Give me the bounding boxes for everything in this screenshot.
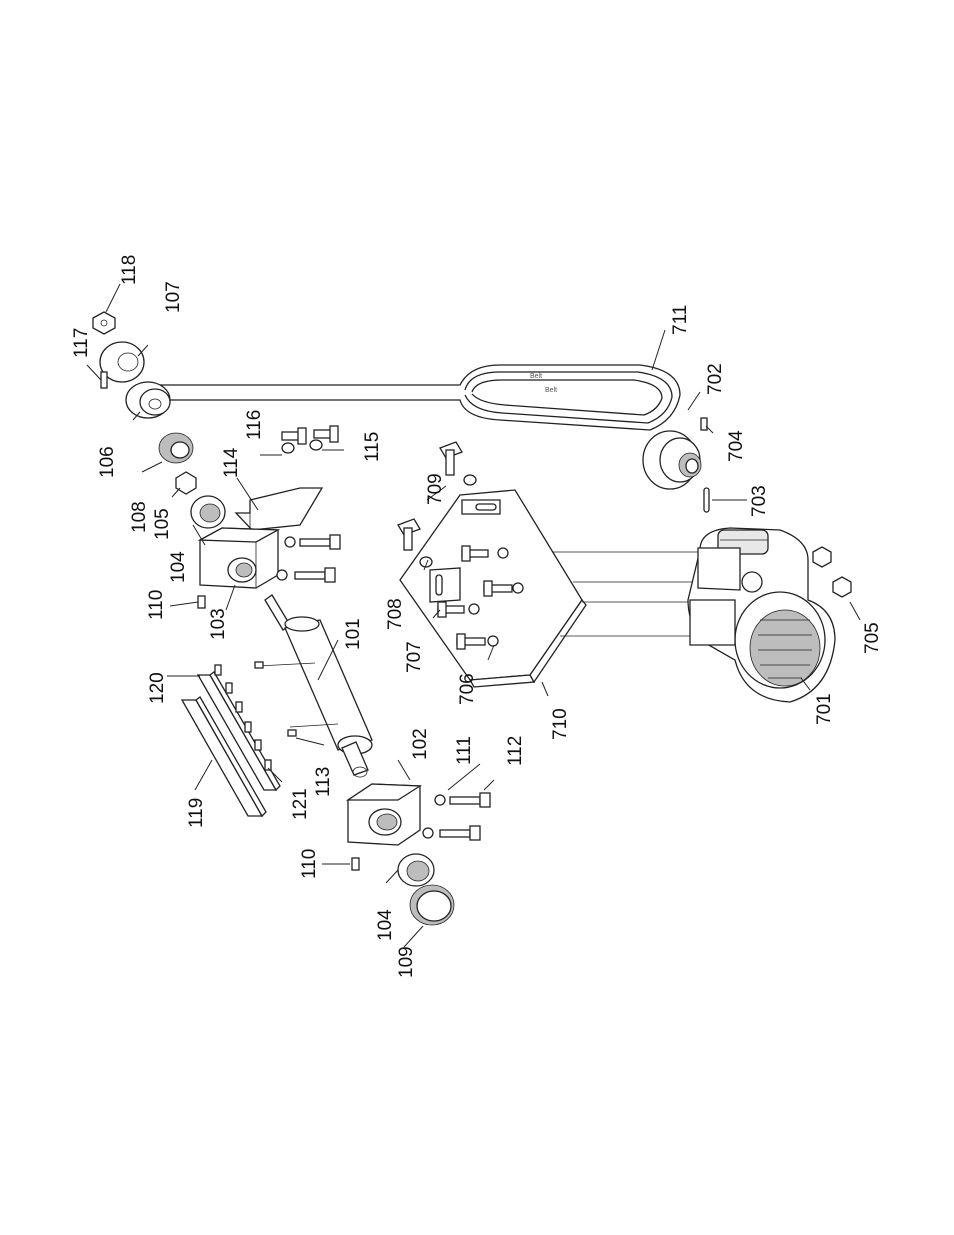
callout-119: 119 [186,798,207,828]
bracket-114 [234,487,324,531]
nut-118 [92,311,116,335]
callout-704: 704 [726,430,747,462]
callout-118: 118 [119,255,140,285]
callout-113: 113 [313,767,334,797]
motor-pulley-702 [642,430,702,490]
callout-105: 105 [152,508,173,540]
callout-104-bottom: 104 [375,909,396,941]
bearing-housing-102 [345,783,423,846]
housing-bolts-103 [276,534,341,583]
bolt-709 [439,441,477,486]
callout-106: 106 [97,446,118,478]
callout-703: 703 [749,485,770,517]
callout-710: 710 [550,708,571,740]
bearing-104-bottom [397,853,435,887]
end-cap-109 [409,884,455,926]
callout-711: 711 [670,305,691,335]
callout-121: 121 [290,788,311,820]
motor-nuts-705 [812,546,852,598]
set-screw-110-bottom [351,857,360,871]
callout-110-top: 110 [146,590,167,620]
callout-103: 103 [208,608,229,640]
screws-121 [214,664,272,771]
callout-117: 117 [71,328,92,358]
callout-111: 111 [454,736,475,765]
callout-102: 102 [410,728,431,760]
callout-701: 701 [814,693,835,725]
bolts-111-112 [422,792,491,841]
pulley-flange-107 [99,341,145,383]
key-703 [703,487,710,513]
callout-706: 706 [457,673,478,705]
callout-108: 108 [129,501,150,533]
v-belt: Belt Belt [150,364,681,431]
svg-text:Belt: Belt [545,387,557,394]
nut-105 [175,471,197,495]
bearing-104-top [190,495,226,529]
bolt-115 [309,425,339,451]
callout-120: 120 [147,672,168,704]
callout-702: 702 [705,363,726,395]
svg-text:Belt: Belt [530,373,542,380]
spindle-shaft-101 [254,594,373,778]
bolt-708 [397,518,433,568]
guard-119 [180,696,267,818]
grinder-pulley-106 [125,381,171,419]
callout-114: 114 [221,447,242,478]
callout-709: 709 [425,473,446,505]
bolt-116 [281,427,307,454]
callout-705: 705 [862,622,883,654]
set-screw-110-top [197,595,206,609]
callout-116: 116 [244,410,265,440]
callout-707: 707 [404,641,425,673]
set-screw-704 [700,417,708,431]
bearing-housing-103 [197,527,281,589]
callout-708: 708 [385,598,406,630]
plate-bolts-706-707 [437,545,524,650]
callout-101: 101 [343,618,364,650]
callout-115: 115 [362,432,383,462]
callout-112: 112 [505,736,526,766]
callout-109: 109 [396,946,417,978]
callout-labels: 101 102 103 104 104 105 106 107 108 109 … [71,255,883,978]
callout-107: 107 [163,281,184,313]
callout-110-bottom: 110 [299,849,320,879]
set-screw-117 [100,371,108,389]
callout-104-top: 104 [168,551,189,583]
motor-701 [687,527,836,703]
leader-lines [86,283,861,948]
bearing-108 [158,432,194,464]
